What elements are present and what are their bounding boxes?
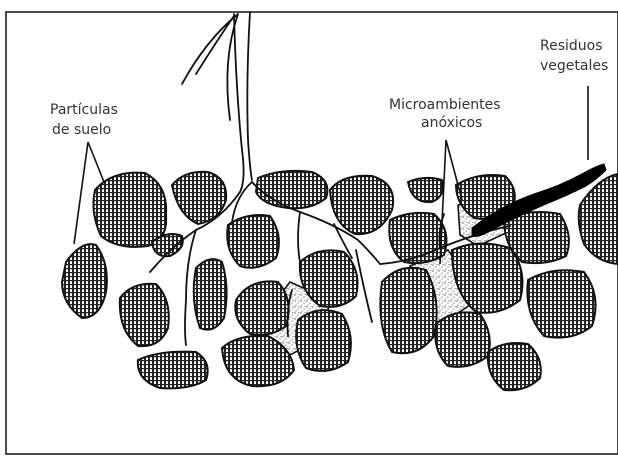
label-anoxic-1: Microambientes — [389, 97, 501, 113]
soil-particle — [408, 178, 443, 202]
label-anoxic-2: anóxicos — [421, 115, 482, 131]
soil-particle — [194, 259, 227, 330]
soil-particle — [256, 171, 327, 208]
soil-particle — [579, 174, 618, 264]
soil-particle — [435, 312, 490, 367]
soil-particle — [62, 244, 107, 318]
soil-particle — [296, 310, 351, 371]
leader-soil-particles — [74, 142, 88, 244]
label-residues-2: vegetales — [540, 58, 608, 74]
soil-particle — [330, 176, 393, 234]
soil-particle — [527, 270, 595, 337]
label-soil-particles-1: Partículas — [50, 102, 118, 118]
soil-particle — [389, 213, 446, 263]
leader-anoxic — [446, 140, 462, 200]
root-stem — [247, 12, 252, 180]
root-branch — [298, 212, 300, 262]
leader-soil-particles — [88, 142, 104, 182]
soil-particle — [138, 352, 208, 389]
soil-particle — [235, 281, 288, 335]
root-stem — [234, 14, 244, 192]
label-residues-1: Residuos — [540, 38, 603, 54]
soil-particle — [488, 343, 541, 390]
soil-particle — [93, 173, 166, 247]
label-soil-particles-2: de suelo — [52, 122, 111, 138]
grass-blade — [182, 14, 238, 120]
diagram-labels: Partículas de suelo Microambientes anóxi… — [50, 38, 608, 138]
soil-particle — [120, 284, 169, 346]
soil-particle — [380, 268, 436, 354]
soil-particle — [227, 215, 279, 268]
